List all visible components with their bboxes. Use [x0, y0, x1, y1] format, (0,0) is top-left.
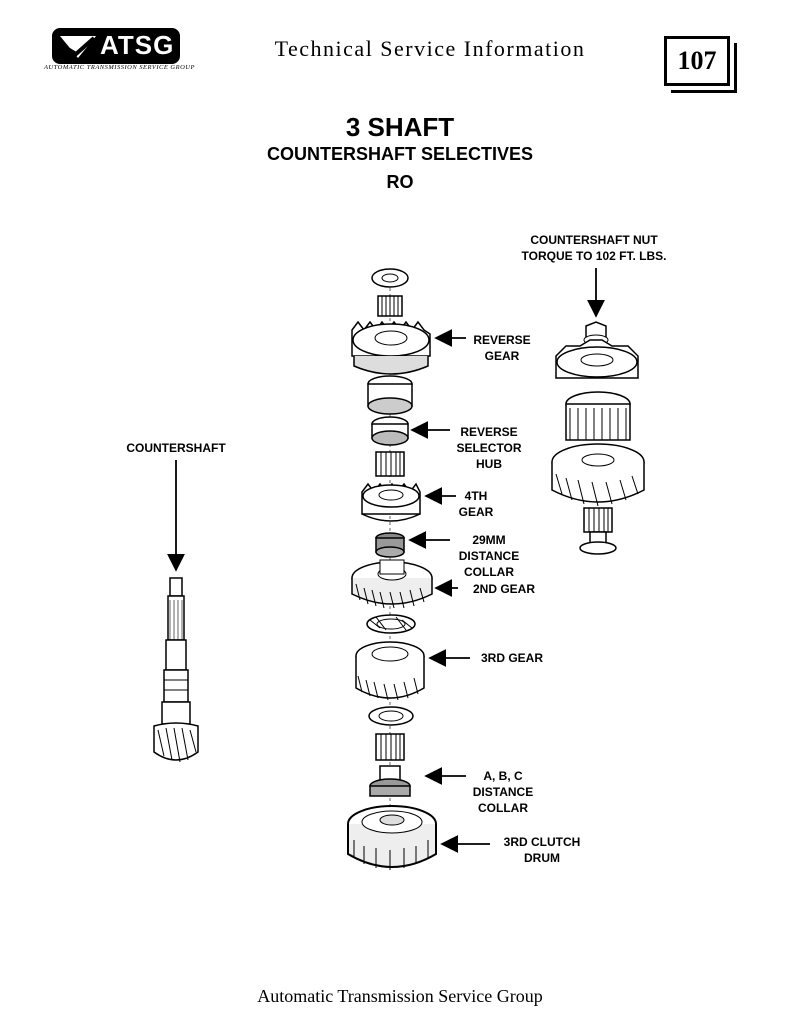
document-title: 3 SHAFT	[345, 112, 455, 142]
distance-collar-abc	[369, 765, 411, 797]
third-gear	[355, 641, 425, 701]
reverse-selector-hub	[371, 416, 409, 446]
document-subtitle: COUNTERSHAFT SELECTIVES	[266, 144, 534, 164]
thrust-bearing-lower	[368, 706, 414, 726]
page-number: 107	[664, 36, 737, 93]
label-line: COUNTERSHAFT NUT	[530, 233, 658, 247]
label-line: 3RD CLUTCH	[503, 835, 581, 849]
label-line: GEAR	[458, 505, 494, 519]
label-line: DISTANCE	[472, 785, 534, 799]
logo-emblem-icon	[60, 36, 96, 58]
footer-text: Automatic Transmission Service Group	[257, 986, 543, 1006]
countershaft-part	[153, 577, 199, 763]
label-line: A, B, C	[483, 769, 523, 783]
label-line: COLLAR	[478, 801, 528, 815]
needle-bearing-lower	[375, 733, 405, 761]
logo-text: ATSG	[100, 30, 175, 60]
label-line: DISTANCE	[458, 549, 520, 563]
label-third-clutch-drum: 3RD CLUTCH DRUM	[492, 834, 592, 866]
label-line: HUB	[476, 457, 502, 471]
label-abc-distance-collar: A, B, C DISTANCE COLLAR	[458, 768, 548, 816]
label-reverse-gear: REVERSE GEAR	[462, 332, 542, 364]
reverse-gear	[351, 320, 431, 375]
document-model: RO	[386, 172, 414, 192]
label-line: REVERSE	[473, 333, 531, 347]
fourth-gear	[361, 482, 421, 522]
label-second-gear: 2ND GEAR	[458, 581, 550, 597]
needle-bearing-mid	[375, 451, 405, 477]
reverse-selector-sleeve	[367, 375, 413, 415]
label-line: 2ND GEAR	[472, 582, 535, 596]
label-line: 4TH	[464, 489, 488, 503]
thrust-bearing-upper	[366, 614, 416, 634]
label-third-gear: 3RD GEAR	[470, 650, 554, 666]
label-line: COUNTERSHAFT	[126, 441, 226, 455]
second-gear	[351, 559, 433, 609]
label-fourth-gear: 4TH GEAR	[446, 488, 506, 520]
distance-collar-29mm	[375, 532, 405, 558]
third-clutch-drum	[347, 805, 437, 870]
label-line: DRUM	[524, 851, 560, 865]
label-line: 29MM	[472, 533, 506, 547]
top-washer	[371, 268, 409, 288]
label-countershaft-nut: COUNTERSHAFT NUT TORQUE TO 102 FT. LBS.	[494, 232, 694, 264]
label-29mm-distance-collar: 29MM DISTANCE COLLAR	[444, 532, 534, 580]
label-line: 3RD GEAR	[480, 651, 543, 665]
label-reverse-selector-hub: REVERSE SELECTOR HUB	[444, 424, 534, 472]
label-line: GEAR	[484, 349, 520, 363]
label-line: COLLAR	[464, 565, 514, 579]
needle-bearing-top	[377, 295, 403, 317]
label-line: SELECTOR	[456, 441, 522, 455]
label-line: TORQUE TO 102 FT. LBS.	[521, 249, 667, 263]
label-countershaft: COUNTERSHAFT	[106, 440, 246, 456]
logo-subtitle: AUTOMATIC TRANSMISSION SERVICE GROUP	[44, 64, 195, 71]
label-line: REVERSE	[460, 425, 518, 439]
countershaft-subassembly	[551, 321, 645, 555]
header-title: Technical Service Information	[274, 36, 586, 61]
